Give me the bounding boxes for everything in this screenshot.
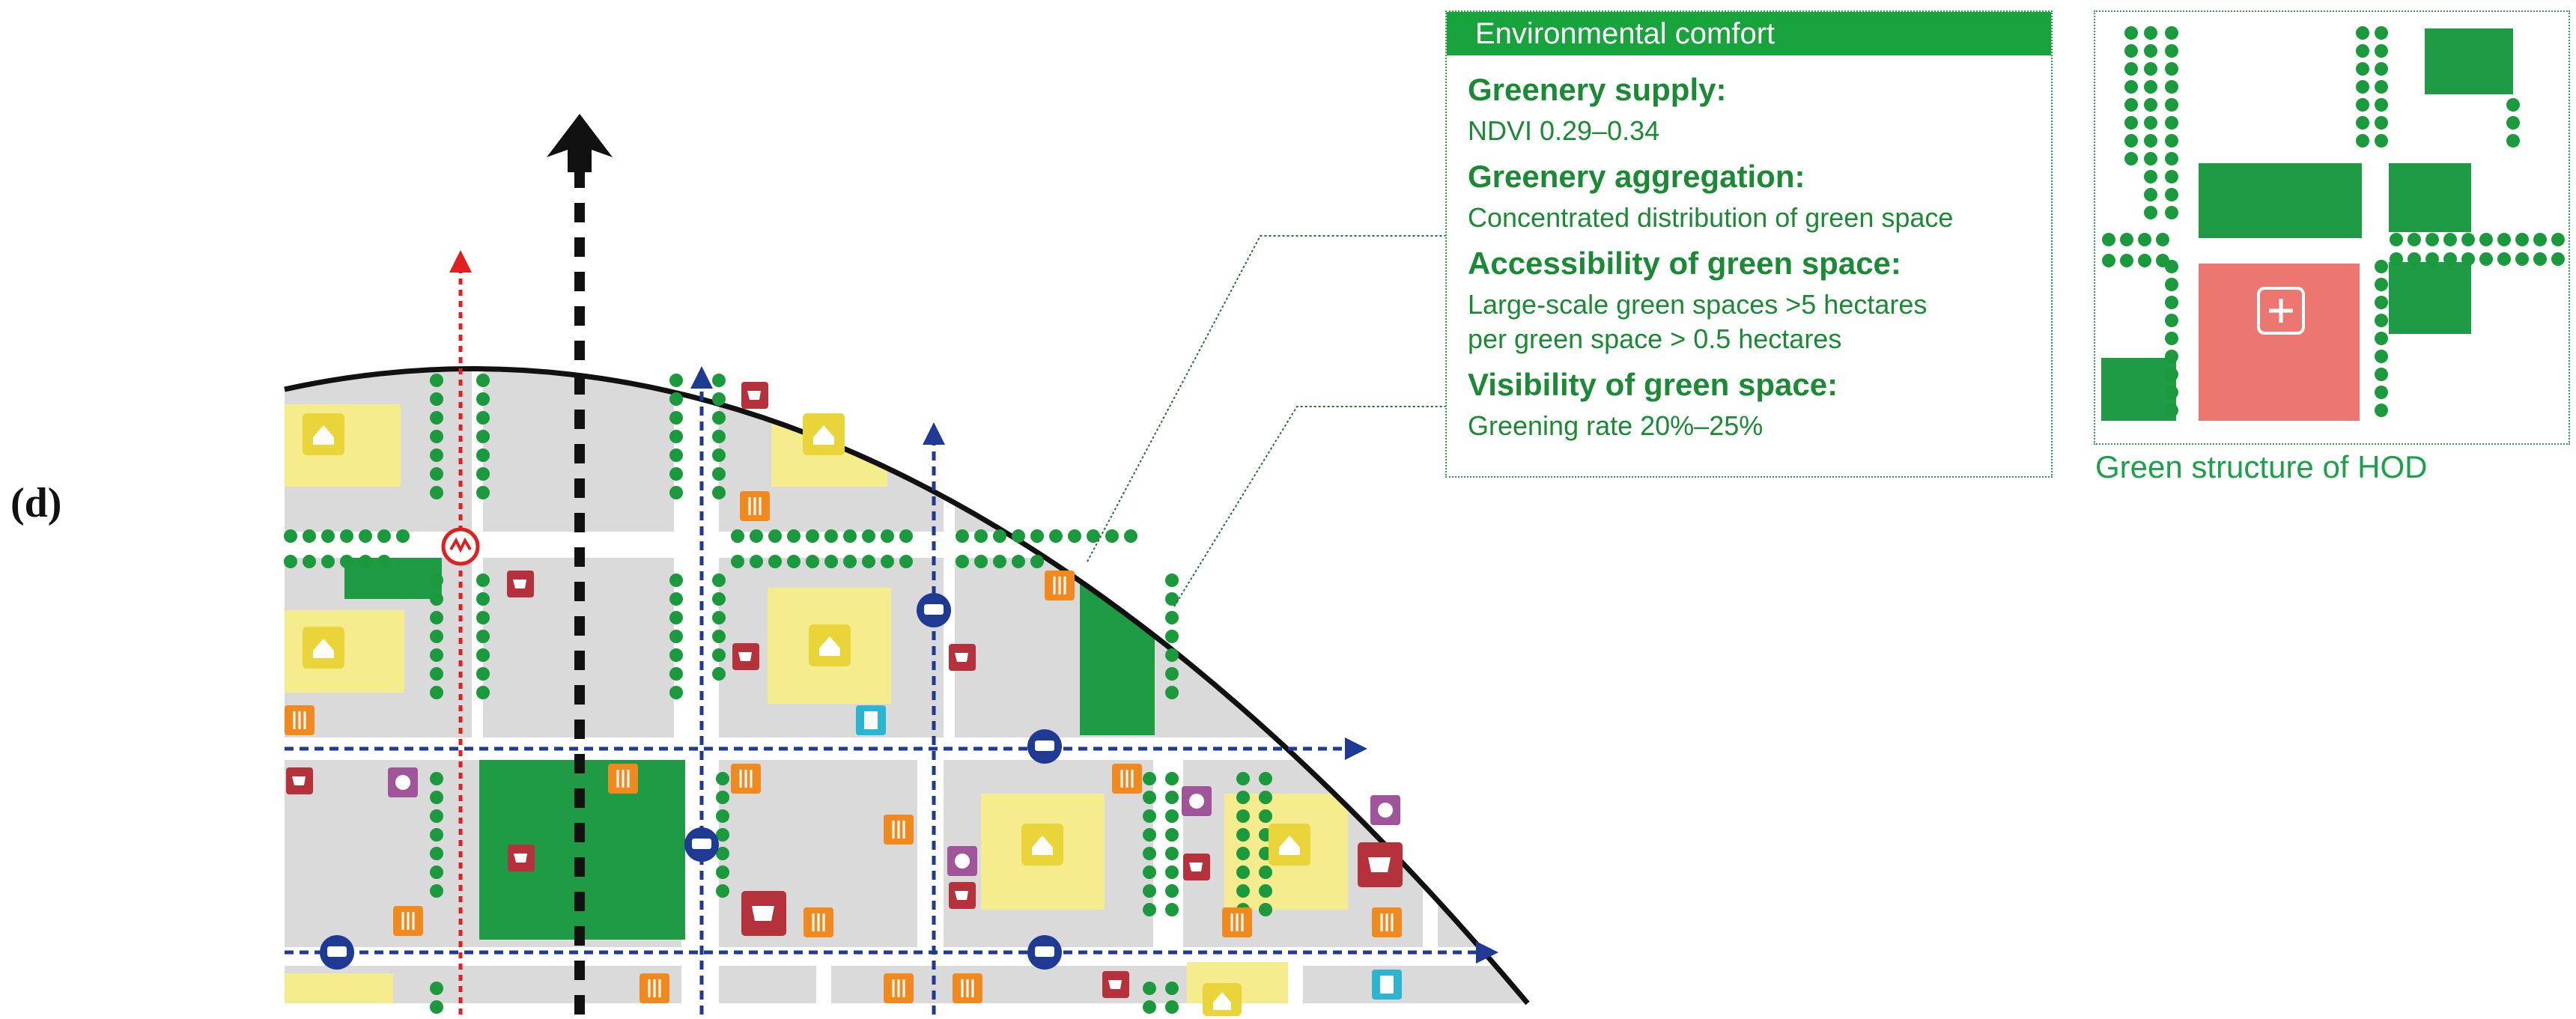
greenery-supply-heading: Greenery supply:	[1468, 72, 1727, 107]
greenery-supply-value: NDVI 0.29–0.34	[1468, 115, 1660, 146]
tree-row-v1	[430, 374, 726, 499]
shopping-cart-icon	[1102, 971, 1129, 998]
laundry-icon	[947, 846, 977, 876]
shopping-cart-icon	[741, 891, 786, 936]
leader-lines	[1087, 235, 1447, 607]
home-icon	[303, 627, 344, 669]
restaurant-icon	[953, 973, 982, 1003]
laundry-icons	[388, 767, 1400, 876]
greenery-aggregation-value: Concentrated distribution of green space	[1468, 202, 1954, 233]
bus-stop-icon	[1027, 729, 1062, 764]
tree-row-bottom	[430, 982, 1179, 1014]
district-area	[285, 368, 1528, 1003]
restaurant-icon	[1222, 907, 1252, 937]
restaurant-icon	[285, 705, 315, 735]
bus-stop-icon	[320, 935, 354, 970]
shopping-cart-icon	[949, 644, 976, 671]
restaurant-icon	[393, 906, 423, 936]
home-icon	[803, 413, 845, 455]
home-icon	[1269, 824, 1310, 866]
green-space-visibility-value: Greening rate 20%–25%	[1468, 410, 1764, 441]
direction-arrow-icon	[547, 114, 613, 1015]
tree-rows	[284, 374, 1272, 1014]
shopping-cart-icon	[508, 845, 535, 872]
green-space-visibility-heading: Visibility of green space:	[1468, 367, 1838, 402]
home-icon	[809, 624, 851, 666]
restaurant-icon	[1045, 571, 1075, 600]
restaurant-icon	[731, 764, 761, 794]
district-boundary	[284, 366, 1530, 1006]
green-space-accessibility-heading: Accessibility of green space:	[1468, 246, 1901, 281]
restaurant-icon	[884, 815, 914, 845]
home-icons	[303, 413, 1310, 1016]
shopping-cart-icon	[286, 767, 313, 794]
metro-station-icon	[441, 527, 480, 566]
home-icon	[1021, 824, 1063, 866]
hod-inset-drawing	[2101, 26, 2565, 421]
green-space-accessibility-line-1: Large-scale green spaces >5 hectares	[1468, 289, 1928, 320]
laundry-icon	[1182, 786, 1212, 816]
tree-row-h1	[284, 529, 1137, 568]
bus-stops	[320, 593, 1062, 970]
office-building-icon	[856, 705, 886, 735]
office-building-icon	[1372, 970, 1402, 1000]
hospital-cross-icon	[2257, 287, 2305, 335]
restaurant-icon	[1372, 907, 1402, 937]
shopping-cart-icon	[1358, 842, 1403, 887]
tree-row-v2	[430, 574, 1179, 699]
restaurant-icon	[608, 764, 638, 794]
bus-stop-icon	[917, 593, 951, 627]
home-icon	[303, 413, 344, 455]
environmental-comfort-body: Greenery supply: NDVI 0.29–0.34 Greenery…	[1447, 55, 2051, 443]
restaurant-icon	[640, 973, 669, 1003]
laundry-icon	[388, 767, 418, 797]
restaurant-icon	[884, 973, 914, 1003]
shopping-cart-icon	[741, 382, 768, 409]
hod-inset-caption: Green structure of HOD	[2095, 449, 2428, 484]
restaurant-icons	[285, 491, 1402, 1003]
environmental-comfort-header: Environmental comfort	[1447, 12, 2051, 55]
bus-stop-icon	[684, 827, 719, 862]
shopping-cart-icon	[1183, 854, 1210, 880]
shopping-icons	[286, 382, 1403, 998]
restaurant-icon	[740, 491, 770, 521]
greenery-aggregation-heading: Greenery aggregation:	[1468, 159, 1805, 194]
restaurant-icon	[1112, 764, 1142, 794]
home-icon	[1203, 983, 1242, 1016]
office-icons	[856, 705, 1402, 1000]
laundry-icon	[1370, 795, 1400, 825]
shopping-cart-icon	[732, 643, 759, 670]
panel-label: (d)	[10, 480, 62, 526]
bus-stop-icon	[1027, 935, 1062, 970]
shopping-cart-icon	[507, 571, 534, 597]
green-space-accessibility-line-2: per green space > 0.5 hectares	[1468, 323, 1842, 354]
bus-routes	[285, 366, 1498, 1015]
shopping-cart-icon	[949, 882, 976, 909]
restaurant-icon	[804, 907, 833, 937]
environmental-comfort-box: Environmental comfort Greenery supply: N…	[1445, 10, 2053, 478]
hod-inset-frame	[2094, 10, 2570, 445]
